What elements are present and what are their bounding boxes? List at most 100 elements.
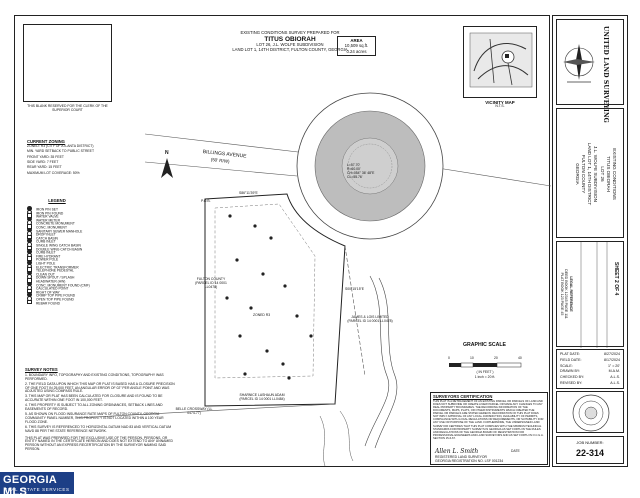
area-box: AREA 10,509 sq.ft. 0.24 acres	[337, 36, 376, 56]
firm-logo-box: UNITED LAND SURVEYING	[556, 19, 624, 123]
georgia-mls-watermark: GEORGIA MLS REAL ESTATE SERVICES	[0, 472, 74, 498]
area-acres: 0.24 acres	[346, 48, 367, 54]
owner-bottom: SHARNICE LASHAUN ADAM (PARCEL ID 14 0001…	[239, 393, 285, 401]
zoning-block: CURRENT ZONING ZONED: R3 (CITY OF ATLANT…	[27, 139, 94, 176]
cert-number: GEORGIA REGISTRATION NO. LSF 001234	[435, 459, 504, 463]
zoning-line: FRONT YARD: 35 FEET	[27, 154, 64, 159]
legend-label: CURB INLET	[36, 250, 56, 255]
survey-note: 3. THIS MAP OR PLAT HAS BEEN CALCULATED …	[25, 394, 163, 403]
project-title-line: GEORGIA	[574, 163, 580, 185]
plan-drawing	[74, 92, 552, 467]
lot-boundary	[204, 193, 346, 407]
legend-label: OPEN TOP PIPE FOUND	[36, 297, 74, 302]
survey-sheet: THIS BLANK RESERVED FOR THE CLERK OF THE…	[14, 15, 552, 467]
legend-label: IRON PIN FOUND	[36, 211, 64, 216]
drawn-label: DRAWN BY:	[560, 369, 581, 374]
legend-label: REBAR FOUND	[36, 301, 60, 306]
scale-ratio: 1 inch = 20 ft.	[474, 375, 496, 379]
legend-label: RIGHT OF WAY	[36, 290, 60, 295]
surveyor-seal-icon	[572, 394, 610, 432]
curve-line: R=60.00'	[347, 166, 361, 171]
job-number-box: JOB NUMBER: 22-314	[556, 436, 624, 464]
scale-tick: 20	[494, 356, 498, 360]
header-line1: EXISTING CONDITIONS SURVEY PREPARED FOR	[240, 30, 340, 35]
scale-tick: 10	[470, 356, 474, 360]
job-number: 22-314	[575, 448, 605, 458]
scale-tick: 0	[448, 356, 450, 360]
legend-label: CLEAN OUT	[36, 272, 55, 277]
zoning-note: ZONED R3	[253, 313, 271, 317]
zoning-line: MAXIMUM LOT COVERAGE: 50%	[27, 170, 80, 175]
owner-right: JAMES & LOIS LIMITED (PARCEL ID 14 0001 …	[347, 315, 393, 323]
bearing-right: S00°15'15"E	[345, 287, 365, 291]
graphic-scale-bar	[449, 362, 522, 368]
legend-label: DROP INLET	[36, 232, 56, 237]
survey-note: 2. THE FIELD DATA UPON WHICH THIS MAP OR…	[25, 381, 175, 394]
legend-label: SANITARY SEWER MANHOLE	[36, 229, 83, 234]
zoning-line: SIDE YARD: 7 FEET	[27, 160, 59, 165]
legend-label: CONCRETE MONUMENT	[36, 221, 75, 226]
pob-label: P.O.B.	[201, 199, 211, 203]
cul-de-sac-island	[341, 137, 399, 195]
legend-label: HEADWATER (HW)	[36, 279, 66, 284]
watermark-line2: REAL ESTATE SERVICES	[4, 487, 70, 492]
job-label: JOB NUMBER:	[576, 440, 604, 445]
vicinity-map	[463, 26, 537, 98]
field-date: 8/17/2024	[604, 357, 620, 362]
project-title-line: LOT 26	[599, 166, 605, 182]
survey-note: 4. THIS PROPERTY IS SUBJECT TO ALL ZONIN…	[25, 403, 163, 412]
belle-parcel: BELLE CROSSWAY (LL 0474-77)	[175, 407, 213, 415]
vicinity-scale: N.T.S.	[495, 104, 505, 108]
scale-units: ( IN FEET )	[476, 370, 494, 374]
scale-label: SCALE:	[560, 363, 573, 368]
legend-label: CONC. MONUMENT FOUND (CMF)	[36, 283, 90, 288]
survey-notes-title: SURVEY NOTES	[25, 367, 58, 372]
tree-symbols	[225, 214, 313, 380]
street-line	[144, 161, 298, 177]
revised-label: REVISED BY:	[560, 380, 583, 385]
legend-label: CONC. MONUMENT	[36, 225, 67, 230]
cert-body: THIS PLAT IS A RETRACEMENT OF AN EXISTIN…	[433, 399, 544, 440]
legal-reference-box: LEGAL REFERENCE DEED BOOK 12345 PAGE 111…	[556, 241, 624, 348]
legend-label: FIRE HYDRANT	[36, 254, 61, 259]
legend-label: TELEPHONE PEDESTAL	[36, 268, 74, 273]
legend-label: CALCULATED POINT	[36, 286, 69, 291]
area-sqft: 10,509 sq.ft.	[344, 43, 369, 49]
legend-label: LIGHT POLE	[36, 261, 56, 266]
cert-title: SURVEYORS CERTIFICATION	[433, 394, 493, 399]
drawn-row: DRAWN BY:M.A.M.	[560, 369, 620, 375]
scale-value: 1" = 20'	[607, 363, 620, 368]
street-line	[424, 165, 552, 187]
vicinity-map-drawing	[469, 32, 533, 88]
legend-label: DOWN SPOUT / SPLASH	[36, 275, 75, 280]
field-date-label: FIELD DATE:	[560, 357, 582, 362]
checked-value: A.L.S.	[610, 375, 620, 379]
cert-date-label: DATE	[511, 449, 520, 453]
legend-label: WATER VALVE	[36, 214, 59, 219]
curve-line: L=57.70'	[347, 163, 360, 167]
plat-date-label: PLAT DATE:	[560, 352, 580, 356]
survey-note: 5. AS SHOWN ON FLOOD INSURANCE RATE MAPS…	[25, 411, 164, 424]
legend-label: IRON PIN SET	[36, 207, 58, 212]
legend-label: WATER METER	[36, 218, 60, 223]
legend-label: POWER POLE	[36, 257, 59, 262]
legend-label: CURB INLET	[36, 239, 56, 244]
survey-note: 6. THIS SURVEY IS REFERENCED TO HORIZONT…	[25, 424, 172, 433]
owner-left: FULTON COUNTY (PARCEL ID 14 0001 LL0478)	[195, 277, 227, 289]
bearing-top: S86°11'39"E	[239, 191, 258, 195]
legend-label: CRIMP TOP PIPE FOUND	[36, 293, 76, 298]
header-block: EXISTING CONDITIONS SURVEY PREPARED FOR …	[225, 30, 355, 53]
legend-label: SINGLE WING CATCH BASIN	[36, 243, 81, 248]
scale-row: SCALE: 1" = 20'	[560, 364, 620, 370]
curve-line: CH=054° 36' 48"E	[347, 170, 375, 175]
revised-value: A.L.S.	[610, 380, 620, 385]
north-label: N	[165, 150, 169, 156]
zoning-line: ZONED: R3 (CITY OF ATLANTA DISTRICT)	[27, 143, 94, 148]
checked-label: CHECKED BY:	[560, 375, 585, 379]
legend-title: LEGEND	[48, 198, 66, 203]
legal-ref-rules	[580, 242, 608, 348]
plat-date: 8/27/2024	[604, 352, 620, 356]
vicinity-title: VICINITY MAP	[485, 100, 515, 105]
cert-registered: REGISTERED LAND SURVEYOR	[435, 455, 487, 459]
zoning-title: CURRENT ZONING	[27, 139, 65, 144]
